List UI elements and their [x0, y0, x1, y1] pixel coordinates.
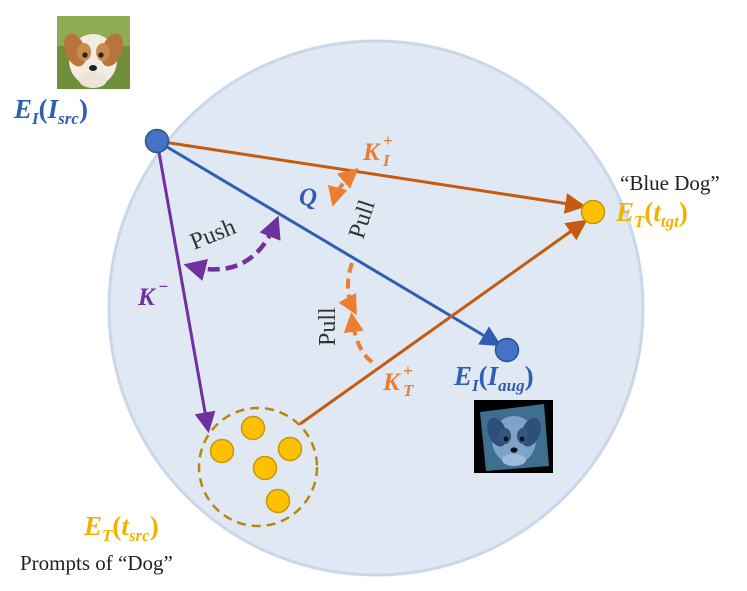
node-ei-src [144, 128, 170, 154]
label-ei-aug: EI(Iaug) [453, 361, 534, 395]
label-pull-bottom: Pull [315, 307, 341, 346]
pull-arrow-bottom [338, 262, 357, 316]
label-blue-dog: “Blue Dog” [620, 171, 720, 195]
prompt-embedding-node [240, 415, 266, 441]
prompt-embedding-node [277, 436, 303, 462]
source-dog-image [57, 16, 130, 89]
label-ei-src: EI(Isrc) [13, 94, 88, 128]
prompts-cluster-boundary [197, 406, 319, 528]
arrow-q [156, 139, 502, 347]
label-ki-plus: K + I [362, 125, 399, 170]
arrow-ki-plus [156, 139, 587, 214]
arrow-kt-plus [299, 219, 588, 426]
arrow-k-minus [155, 140, 216, 434]
label-prompts-of-dog: Prompts of “Dog” [20, 551, 173, 575]
label-et-tgt: ET(ttgt) [615, 197, 688, 231]
augmented-dog-image [474, 400, 553, 473]
node-et-tgt [580, 199, 606, 225]
embedding-sphere [107, 39, 645, 577]
prompt-embedding-node [209, 438, 235, 464]
prompt-embedding-node [265, 488, 291, 514]
label-kt-plus: K + T [382, 355, 419, 400]
node-ei-aug [494, 337, 520, 363]
label-k-minus: K − [137, 277, 168, 311]
pull-arrow-bottom-tail [343, 312, 374, 364]
pull-arrow-top [327, 168, 359, 207]
label-q: Q [299, 184, 317, 211]
label-et-src: ET(tsrc) [83, 511, 159, 545]
prompt-embedding-node [252, 455, 278, 481]
push-arrow [183, 215, 281, 281]
